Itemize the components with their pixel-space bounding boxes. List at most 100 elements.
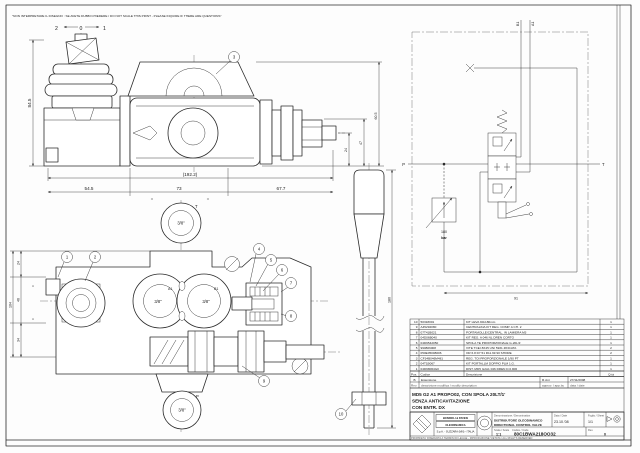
relief-pressure-unit: bar bbox=[441, 236, 447, 240]
balloon-4 bbox=[253, 243, 265, 255]
relief-valve-symbol: 180 bar bbox=[425, 162, 457, 272]
svg-text:84.5: 84.5 bbox=[27, 98, 32, 107]
denom-value-1: DISTRIBUTORE OLEODINAMICO bbox=[494, 419, 543, 423]
svg-text:OR 6.8 D7.51 R11.69 90 SHORE: OR 6.8 D7.51 R11.69 90 SHORE bbox=[466, 351, 512, 355]
svg-text:50318001: 50318001 bbox=[421, 320, 435, 324]
bom-header-desc: Descrizione bbox=[466, 372, 482, 376]
svg-text:180: 180 bbox=[388, 297, 392, 303]
notes-block: MD5 G2 A1 PROPO02, CON SPOLA 20LT/1' SEN… bbox=[409, 387, 625, 413]
svg-text:KIT REG. A 046 NL DREN CORTO: KIT REG. A 046 NL DREN CORTO bbox=[466, 336, 515, 340]
balloon-3 bbox=[228, 51, 240, 63]
svg-text:60.5: 60.5 bbox=[374, 113, 378, 120]
revision-by: R.Ani bbox=[542, 378, 550, 382]
schematic-a1-label: A1 bbox=[531, 22, 535, 26]
svg-text:10: 10 bbox=[414, 320, 418, 324]
balloon-10 bbox=[335, 408, 347, 420]
svg-text:S.p.A. - SUZZARA (MN) - ITALIA: S.p.A. - SUZZARA (MN) - ITALIA bbox=[437, 430, 475, 434]
svg-text:1: 1 bbox=[610, 320, 612, 324]
lever-handle: 180 10 bbox=[335, 163, 396, 435]
svg-text:04D9542050: 04D9542050 bbox=[421, 341, 439, 345]
rev-value: 0 bbox=[604, 432, 606, 436]
revision-letter: B bbox=[413, 378, 415, 382]
svg-text:1: 1 bbox=[610, 367, 612, 371]
date-label: Data / Date bbox=[554, 414, 568, 418]
schematic-t-label: T bbox=[602, 162, 605, 167]
svg-text:5: 5 bbox=[416, 346, 418, 350]
svg-text:91: 91 bbox=[514, 297, 518, 301]
outlet-fitting-side bbox=[259, 99, 337, 165]
port-a1: 3/8" A1 bbox=[132, 273, 188, 329]
svg-text:A45292080: A45292080 bbox=[421, 325, 437, 329]
svg-text:KIT LEVA 90x180mm: KIT LEVA 90x180mm bbox=[466, 320, 496, 324]
denom-label: Denominazione / Denomination bbox=[494, 414, 531, 418]
scale-label: Scala / Scale bbox=[494, 428, 510, 432]
svg-text:1: 1 bbox=[610, 341, 612, 345]
port-bottom: 3/8" P bbox=[162, 390, 202, 430]
balloon-8 bbox=[285, 310, 297, 322]
svg-text:1: 1 bbox=[610, 325, 612, 329]
balloon-5 bbox=[265, 254, 277, 266]
svg-text:24: 24 bbox=[17, 261, 21, 265]
projection-symbol-icon bbox=[606, 415, 621, 423]
svg-text:approv. / app.by: approv. / app.by bbox=[542, 383, 564, 387]
svg-text:CENTRALINA KIT REG. COMP. A CH: CENTRALINA KIT REG. COMP. A CH. 2 bbox=[466, 325, 522, 329]
svg-text:=: = bbox=[207, 196, 210, 201]
dim-lever-180: 180 bbox=[377, 169, 396, 429]
company-logo bbox=[412, 414, 432, 434]
svg-text:6: 6 bbox=[281, 268, 284, 273]
sheet-value: 1/1 bbox=[588, 420, 593, 424]
relief-pressure-value: 180 bbox=[441, 230, 447, 234]
svg-text:2: 2 bbox=[94, 255, 97, 260]
svg-text:PORTAMOLLE/CENTRAL. IN LAMIERA: PORTAMOLLE/CENTRAL. IN LAMIERA M3 bbox=[466, 330, 527, 334]
svg-text:46: 46 bbox=[17, 298, 21, 302]
rights-footer: PROPRIETA' RISERVATA A TERMINI DI LEGGE … bbox=[411, 436, 533, 440]
dim-right-stack: 24 47 60.5 bbox=[256, 61, 384, 167]
revision-date: 27/11/2008 bbox=[570, 378, 586, 382]
svg-text:104: 104 bbox=[9, 302, 13, 308]
port-top: 3/8" T bbox=[160, 202, 202, 244]
top-note: "NON INTERPRETARE IL DISEGNO : SE AVETE … bbox=[12, 14, 222, 18]
svg-text:DIST. MD5 G2A1 046 DREN D.0.90: DIST. MD5 G2A1 046 DREN D.0.906 bbox=[466, 367, 517, 371]
svg-text:KIT PORTALLM DOPPIO PLM 1.G.: KIT PORTALLM DOPPIO PLM 1.G. bbox=[466, 362, 515, 366]
lever-clevis bbox=[65, 33, 100, 65]
svg-text:VITE TCEI 8X45 UNI 5931 ZINCAT: VITE TCEI 8X45 UNI 5931 ZINCATA bbox=[466, 346, 517, 350]
valve-top-cap bbox=[127, 61, 255, 97]
svg-text:OLEODINAMICA: OLEODINAMICA bbox=[445, 423, 465, 427]
rev-label: Rev. bbox=[588, 428, 593, 432]
schematic-b1-label: B1 bbox=[516, 22, 520, 26]
svg-text:REG. TOI PROPORZIONALE 1/90 PT: REG. TOI PROPORZIONALE 1/90 PT bbox=[466, 356, 519, 360]
approval-stamp bbox=[477, 415, 492, 431]
svg-text:73: 73 bbox=[176, 186, 182, 191]
dim-front-left: 24 46 34 = = 104 bbox=[9, 250, 150, 358]
svg-text:4: 4 bbox=[416, 351, 418, 355]
hydraulic-schematic: B1 A1 P T bbox=[402, 20, 605, 301]
svg-text:=: = bbox=[31, 318, 35, 320]
sheet-label: Foglio / Sheet bbox=[588, 414, 604, 418]
port-b1-label: B1 bbox=[214, 287, 218, 291]
svg-text:050E05008006: 050E05008006 bbox=[421, 351, 442, 355]
scale-value: 1:1 bbox=[496, 432, 501, 436]
svg-text:SPOLA TE PROPORZIONALE G-20L/1: SPOLA TE PROPORZIONALE G-20L/1' bbox=[466, 341, 521, 345]
spool-position-indicator: 2 0 1 bbox=[55, 25, 106, 32]
title-block: BONDIOLI & PAVESI OLEODINAMICA S.p.A. - … bbox=[409, 411, 625, 441]
note-line-1: MD5 G2 A1 PROPO02, CON SPOLA 20LT/1' bbox=[412, 392, 505, 397]
denom-value-2: DIRECTIONAL CONTROL VALVE bbox=[494, 423, 542, 427]
port-a1-label: A1 bbox=[168, 287, 172, 291]
spool-pos-0: 0 bbox=[80, 26, 83, 32]
svg-text:2: 2 bbox=[610, 351, 612, 355]
svg-text:9: 9 bbox=[263, 379, 266, 384]
bom-header-qty: Q.tà bbox=[608, 372, 614, 376]
dim-overall-192_2: (192.2) bbox=[47, 150, 334, 181]
spool-pos-1: 1 bbox=[103, 26, 106, 32]
svg-text:8: 8 bbox=[290, 314, 293, 319]
lever-bellows bbox=[44, 63, 118, 109]
svg-text:Rev.: Rev. bbox=[411, 383, 417, 387]
svg-text:34: 34 bbox=[17, 338, 21, 342]
lever-housing bbox=[43, 107, 121, 167]
svg-text:4: 4 bbox=[258, 247, 261, 252]
svg-text:descrizione modifica / modify: descrizione modifica / modify descriptio… bbox=[421, 383, 477, 387]
svg-text:990806008: 990806008 bbox=[421, 346, 437, 350]
balloon-3-label: 3 bbox=[233, 55, 236, 60]
